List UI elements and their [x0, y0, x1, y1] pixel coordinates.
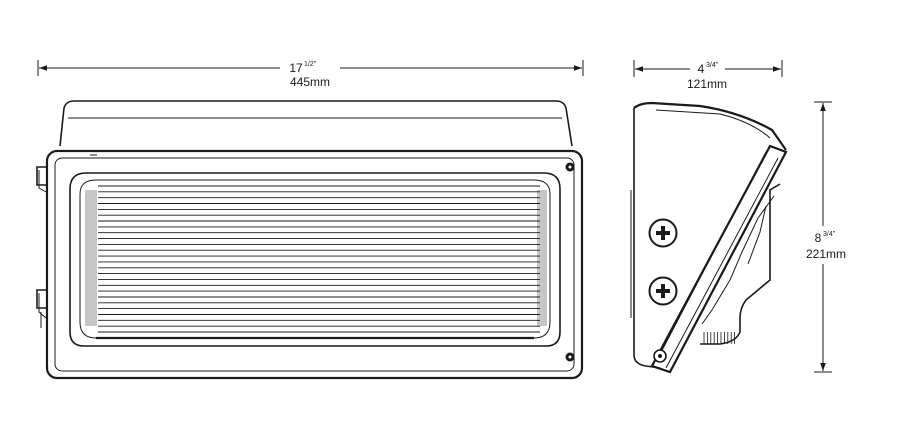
width-imperial-whole: 17 [289, 61, 303, 75]
side-front-door-edge [665, 157, 779, 369]
height-imperial-whole: 8 [815, 231, 822, 245]
width-dimension: 17 1/2” 445mm [37, 60, 584, 89]
side-front-door [650, 144, 788, 374]
depth-imperial-fraction: 3/4” [706, 62, 719, 69]
bolt-head-icon [565, 162, 575, 172]
bolt-head-icon [565, 352, 575, 362]
side-hinge [653, 349, 667, 363]
width-metric-label: 445mm [290, 75, 330, 89]
front-mounting-clip-bottom [36, 289, 47, 328]
side-reflector [700, 183, 781, 345]
front-body-inner-edge [54, 157, 575, 372]
height-metric-label: 221mm [806, 247, 846, 261]
side-reflector-inner [701, 195, 775, 325]
front-body-outline [45, 149, 584, 380]
height-dimension: 8 3/4” 221mm [806, 101, 846, 373]
front-view [36, 100, 584, 380]
side-housing-top-inner [655, 109, 771, 139]
side-housing-top [633, 101, 787, 151]
phillips-screw-icon [648, 218, 678, 248]
front-top-housing [59, 100, 573, 147]
side-housing-body [633, 354, 661, 369]
side-lower-skirt [703, 332, 735, 344]
side-reflector-rib [747, 205, 767, 265]
height-imperial-fraction: 3/4” [823, 231, 836, 238]
front-lens-louvers [85, 185, 547, 333]
phillips-screw-icon [648, 276, 678, 306]
depth-imperial-whole: 4 [698, 62, 705, 76]
front-bezel [69, 172, 561, 347]
side-front-door-inner [657, 151, 767, 359]
width-imperial-fraction: 1/2” [304, 61, 317, 68]
depth-metric-label: 121mm [687, 77, 727, 91]
side-view [630, 101, 788, 374]
front-mounting-clip-top [36, 166, 47, 193]
front-lens [79, 179, 551, 340]
depth-dimension: 4 3/4” 121mm [633, 60, 783, 91]
